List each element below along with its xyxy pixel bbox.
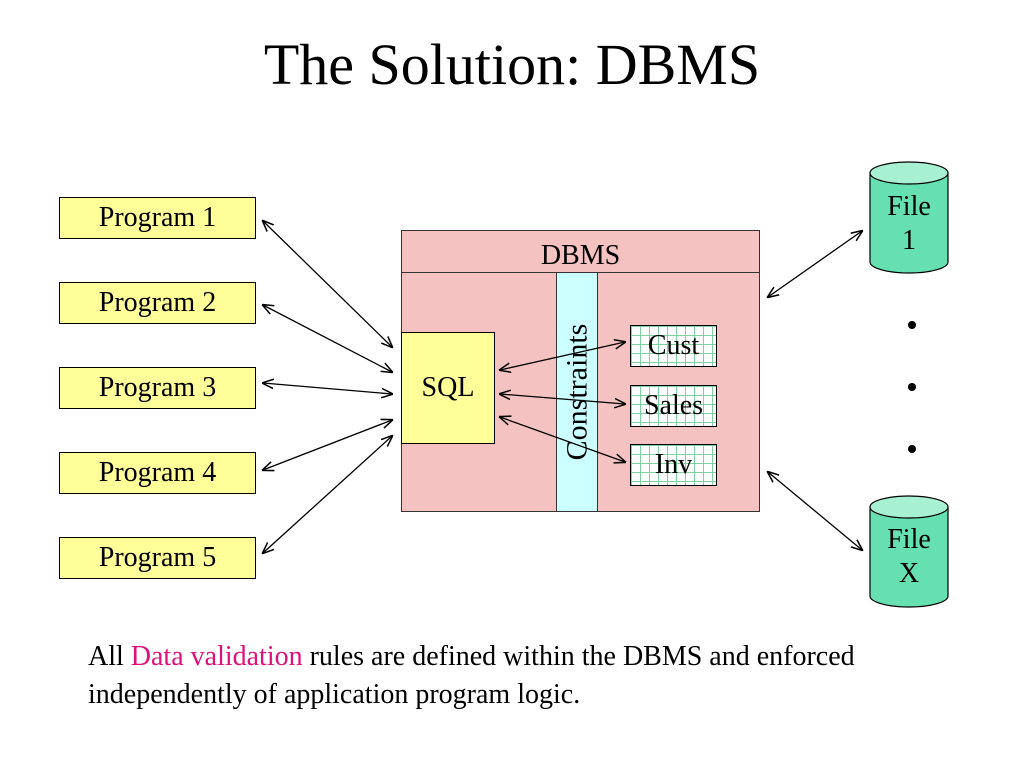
- arrow-dbms-file-1: [768, 231, 862, 297]
- dbms-label: DBMS: [540, 240, 621, 271]
- file-x-cylinder: [869, 495, 949, 608]
- caption-suffix: rules are defined within the DBMS and en…: [88, 641, 855, 710]
- file-1-line2: 1: [902, 225, 916, 256]
- arrow-program-2-sql: [263, 305, 392, 372]
- program-2-box: Program 2: [59, 282, 256, 324]
- arrow-program-3-sql: [263, 383, 392, 394]
- file-x-label: File X: [869, 523, 949, 591]
- arrow-sql-sales: [500, 394, 625, 404]
- arrow-program-4-sql: [263, 420, 392, 470]
- file-1-label: File 1: [869, 190, 949, 258]
- table-sales-label: Sales: [643, 390, 704, 421]
- program-3-label: Program 3: [98, 372, 217, 403]
- arrow-dbms-file-x: [768, 472, 862, 550]
- caption-highlight: Data validation: [130, 641, 303, 672]
- program-3-box: Program 3: [59, 367, 256, 409]
- slide-title: The Solution: DBMS: [263, 32, 761, 97]
- file-x-line1: File: [887, 524, 931, 555]
- table-cust-label: Cust: [647, 330, 700, 361]
- table-cust: Cust: [630, 325, 717, 367]
- ellipsis-dot-3: [908, 445, 916, 453]
- caption: All Data validation rules are defined wi…: [88, 638, 948, 714]
- program-1-box: Program 1: [59, 197, 256, 239]
- table-inv: Inv: [630, 444, 717, 486]
- arrow-program-1-sql: [263, 221, 392, 347]
- file-1-line1: File: [887, 191, 931, 222]
- file-1-cylinder: [869, 161, 949, 274]
- arrow-program-5-sql: [263, 436, 392, 553]
- table-sales: Sales: [630, 385, 717, 427]
- arrow-sql-cust: [500, 342, 625, 370]
- table-inv-label: Inv: [654, 449, 693, 480]
- arrow-sql-inv: [500, 417, 625, 462]
- sql-box: SQL: [401, 332, 495, 444]
- ellipsis-dot-1: [908, 321, 916, 329]
- sql-label: SQL: [421, 372, 475, 403]
- program-4-label: Program 4: [98, 457, 217, 488]
- file-x-line2: X: [898, 558, 920, 589]
- program-5-box: Program 5: [59, 537, 256, 579]
- caption-prefix: All: [88, 641, 131, 672]
- ellipsis-dot-2: [908, 383, 916, 391]
- program-1-label: Program 1: [98, 202, 217, 233]
- program-2-label: Program 2: [98, 287, 217, 318]
- program-4-box: Program 4: [59, 452, 256, 494]
- program-5-label: Program 5: [98, 542, 217, 573]
